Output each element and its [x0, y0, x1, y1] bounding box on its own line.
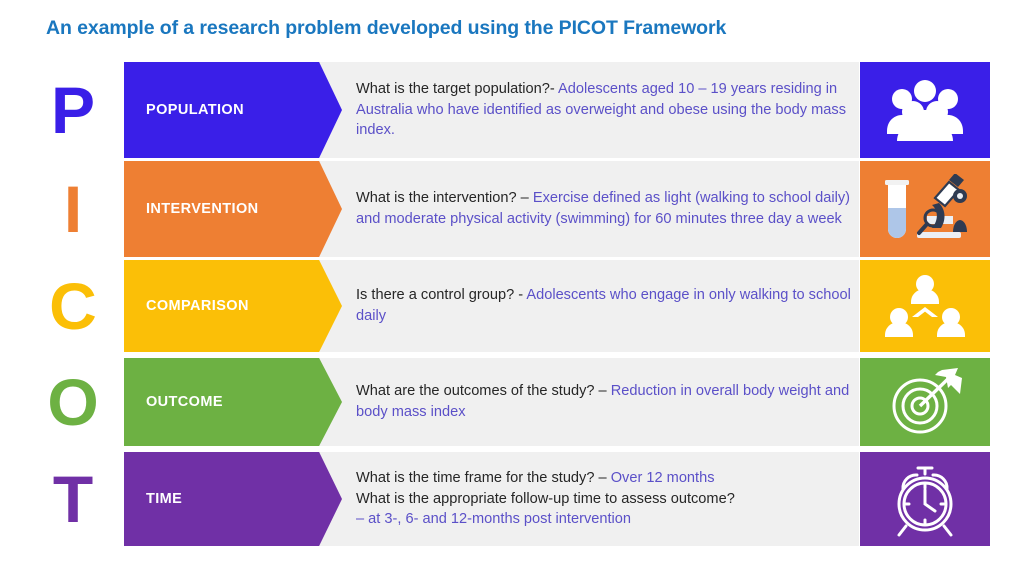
arrow-banner-comparison: COMPARISON	[124, 260, 342, 352]
answer-text: Reduction in overall body weight and bod…	[356, 383, 850, 420]
icon-panel-population	[860, 62, 990, 158]
text-line: What is the time frame for the study? – …	[356, 468, 855, 489]
arrow-label: TIME	[146, 491, 183, 507]
answer-text: Over 12 months	[606, 469, 715, 486]
question-text: What is the appropriate follow-up time t…	[356, 490, 735, 507]
question-text: What is the intervention? –	[356, 190, 529, 207]
icon-panel-time	[860, 452, 990, 546]
arrow-label: POPULATION	[146, 102, 244, 118]
picot-letter-t: T	[52, 462, 94, 536]
people-group-icon	[882, 79, 968, 141]
answer-text: Adolescents who engage in only walking t…	[356, 287, 851, 324]
arrow-banner-outcome: OUTCOME	[124, 358, 342, 446]
picot-row-population: POPULATION What is the target population?…	[124, 62, 990, 158]
text-line: What is the target population?- Adolesce…	[356, 79, 855, 141]
row-text-time: What is the time frame for the study? – …	[356, 452, 855, 546]
question-text: What is the time frame for the study? –	[356, 469, 607, 486]
question-text: What is the target population?-	[356, 80, 555, 97]
page-title: An example of a research problem develop…	[46, 17, 727, 39]
test-tube-microscope-icon	[875, 174, 975, 244]
picot-letter-p: P	[50, 73, 96, 147]
question-text: Is there a control group? -	[356, 287, 524, 304]
answer-text: Exercise defined as light (walking to sc…	[356, 190, 851, 227]
answer-text: – at 3-, 6- and 12-months post intervent…	[356, 511, 632, 528]
icon-panel-comparison	[860, 260, 990, 352]
text-line: What is the intervention? – Exercise def…	[356, 188, 855, 229]
picot-letter-i: I	[63, 172, 83, 246]
picot-letter-o: O	[47, 365, 99, 439]
picot-letter-c: C	[49, 269, 97, 343]
answer-text: Adolescents aged 10 – 19 years residing …	[356, 80, 847, 139]
row-text-intervention: What is the intervention? – Exercise def…	[356, 161, 855, 257]
arrow-banner-time: TIME	[124, 452, 342, 546]
arrow-label: OUTCOME	[146, 394, 223, 410]
arrow-banner-intervention: INTERVENTION	[124, 161, 342, 257]
question-text: What are the outcomes of the study? –	[356, 383, 607, 400]
arrow-banner-population: POPULATION	[124, 62, 342, 158]
picot-row-outcome: OUTCOME What are the outcomes of the stud…	[124, 358, 990, 446]
row-text-comparison: Is there a control group? - Adolescents …	[356, 260, 855, 352]
target-arrow-icon	[884, 366, 966, 438]
arrow-label: INTERVENTION	[146, 201, 259, 217]
text-line: Is there a control group? - Adolescents …	[356, 285, 855, 326]
picot-row-comparison: COMPARISON Is there a control group? - Ad…	[124, 260, 990, 352]
text-line: – at 3-, 6- and 12-months post intervent…	[356, 509, 855, 530]
text-line: What is the appropriate follow-up time t…	[356, 489, 855, 510]
org-chart-people-icon	[885, 275, 965, 337]
alarm-clock-icon	[887, 460, 963, 538]
icon-panel-intervention	[860, 161, 990, 257]
row-text-population: What is the target population?- Adolesce…	[356, 62, 855, 158]
row-text-outcome: What are the outcomes of the study? – Re…	[356, 358, 855, 446]
arrow-label: COMPARISON	[146, 298, 249, 314]
picot-row-time: TIME What is the time frame for the study…	[124, 452, 990, 546]
picot-row-intervention: INTERVENTION What is the intervention? – …	[124, 161, 990, 257]
text-line: What are the outcomes of the study? – Re…	[356, 381, 855, 422]
icon-panel-outcome	[860, 358, 990, 446]
